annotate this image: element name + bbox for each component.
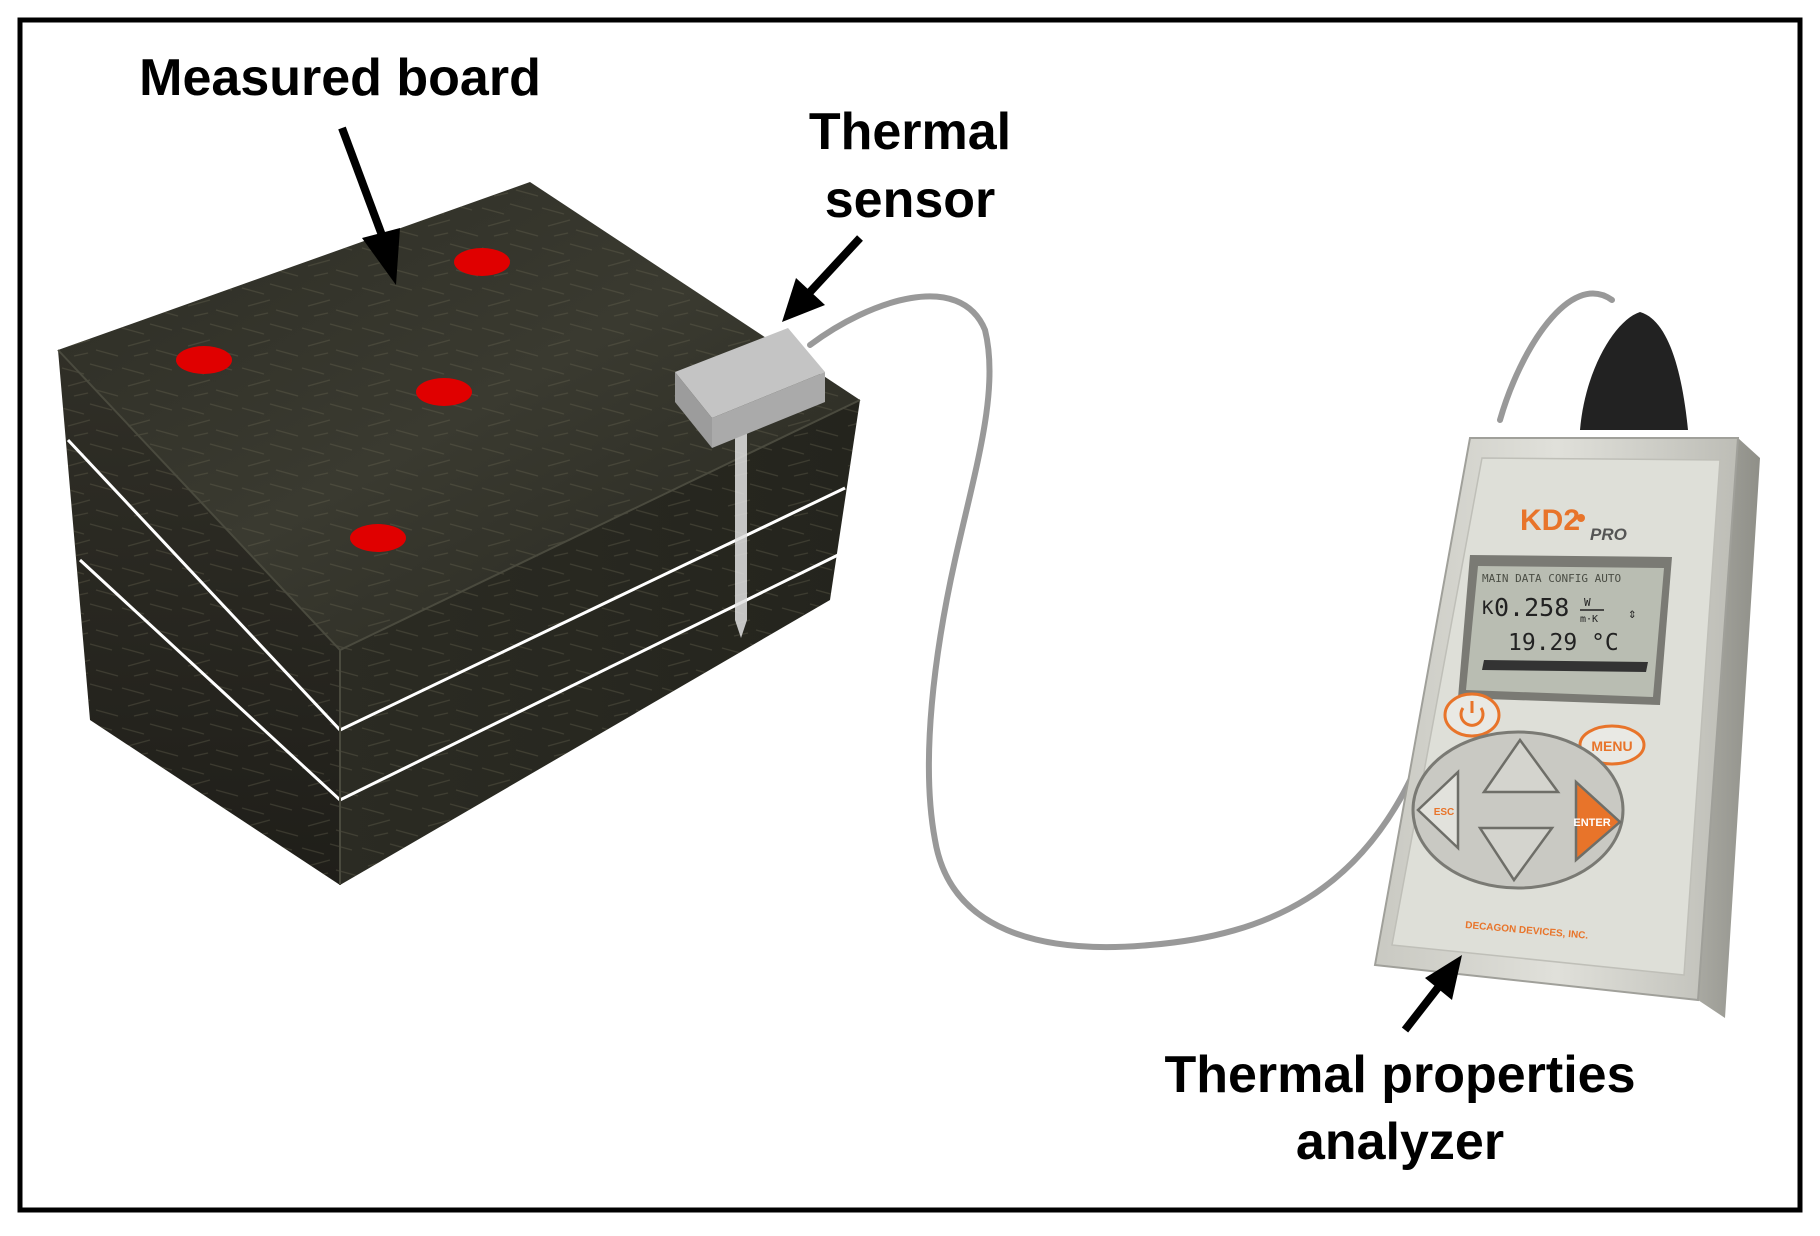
sensor-box-side	[675, 372, 712, 448]
lcd-unit-top: W	[1584, 596, 1591, 609]
measurement-point-1	[454, 248, 510, 276]
pointer-arrows	[338, 126, 1462, 1033]
device-model: PRO	[1590, 525, 1627, 544]
device-brand: KD2	[1520, 504, 1580, 537]
label-measured-board: Measured board	[139, 49, 541, 107]
sensor-needle	[735, 428, 747, 638]
lcd-progress-bar	[1482, 660, 1648, 672]
arrow-analyzer-head	[1425, 955, 1462, 1000]
lcd-temperature: 19.29 °C	[1508, 630, 1619, 656]
enter-button-label: ENTER	[1573, 817, 1610, 829]
nav-pad	[1411, 730, 1625, 890]
cable-connector	[1580, 312, 1688, 430]
esc-button	[1416, 769, 1460, 851]
label-analyzer-line2: analyzer	[1295, 1113, 1505, 1171]
menu-button	[1578, 724, 1646, 766]
thermal-properties-analyzer: KD2 PRO MAIN DATA CONFIG AUTO K 0.258 W …	[1373, 312, 1760, 1018]
lcd-reading-prefix: K	[1482, 597, 1494, 619]
arrow-sensor-head	[782, 278, 825, 322]
sensor-box-front	[712, 372, 825, 448]
device-top-cable	[1497, 290, 1615, 423]
down-button	[1477, 826, 1555, 883]
up-button	[1481, 737, 1561, 794]
arrow-board-shaft	[338, 126, 387, 240]
measured-board	[57, 182, 861, 885]
sensor-box-top	[675, 328, 825, 418]
label-analyzer-line1: Thermal properties	[1164, 1046, 1636, 1104]
menu-button-label: MENU	[1591, 738, 1632, 754]
label-thermal-sensor-line2: sensor	[824, 171, 996, 229]
measurement-point-2	[176, 346, 232, 374]
sensor-cable	[807, 293, 1418, 950]
measurement-point-3	[416, 378, 472, 406]
label-thermal-sensor-line1: Thermal	[808, 103, 1012, 161]
lcd-menu-strip: MAIN DATA CONFIG AUTO	[1482, 572, 1621, 585]
lcd-unit-bottom: m·K	[1580, 614, 1598, 625]
esc-button-label: ESC	[1434, 807, 1455, 818]
arrow-analyzer-shaft	[1401, 982, 1444, 1033]
lcd-reading-value: 0.258	[1494, 593, 1569, 622]
brand-dot	[1577, 514, 1585, 522]
enter-button	[1574, 779, 1622, 863]
arrow-board-head	[362, 228, 400, 285]
lcd-scroll-indicator: ⇕	[1628, 606, 1636, 622]
thermal-sensor	[675, 328, 825, 638]
arrow-sensor-shaft	[807, 235, 863, 295]
measurement-point-4	[350, 524, 406, 552]
power-button	[1443, 692, 1501, 738]
